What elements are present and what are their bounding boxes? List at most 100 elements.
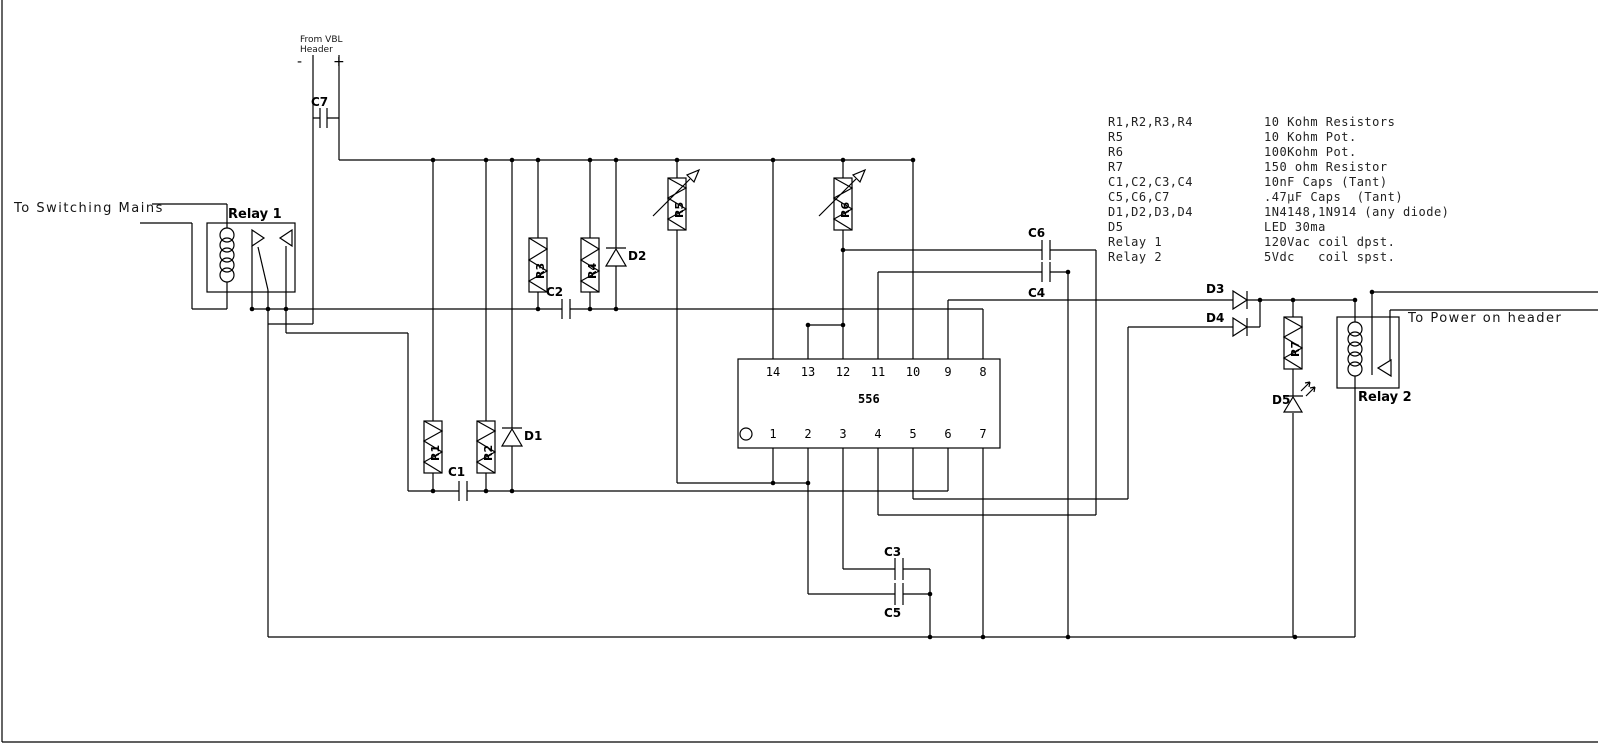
part-desc: LED 30ma — [1264, 220, 1326, 234]
part-desc: 10nF Caps (Tant) — [1264, 175, 1388, 189]
resistor-r3: R3 — [527, 237, 549, 293]
label-d5: D5 — [1272, 393, 1290, 407]
capacitor-c5: C5 — [884, 583, 904, 620]
label-r6: R6 — [839, 202, 852, 218]
label-d3: D3 — [1206, 282, 1224, 296]
part-ref: Relay 1 — [1108, 235, 1162, 249]
led-d5: D5 — [1272, 381, 1316, 413]
part-ref: C5,C6,C7 — [1108, 190, 1170, 204]
part-desc: 120Vac coil dpst. — [1264, 235, 1395, 249]
wire-bundle — [140, 55, 1598, 638]
ic-bottom-pin-labels: 1 2 3 4 5 6 7 — [769, 427, 986, 441]
pin-label: 6 — [944, 427, 951, 441]
resistor-r4: R4 — [579, 237, 601, 293]
diode-d4: D4 — [1206, 311, 1249, 338]
ic-top-pin-labels: 14 13 12 11 10 9 8 — [766, 365, 987, 379]
relay1-body — [206, 222, 296, 293]
pin-label: 5 — [909, 427, 916, 441]
label-r5: R5 — [673, 202, 686, 218]
ic-pin1-marker — [739, 427, 753, 441]
relay2-body — [1336, 316, 1400, 389]
parts-list-row: D1,D2,D3,D4 1N4148,1N914 (any diode) — [1108, 205, 1449, 219]
pin-label: 14 — [766, 365, 780, 379]
parts-list: R1,R2,R3,R4 10 Kohm Resistors R5 10 Kohm… — [1108, 115, 1449, 264]
label-c5: C5 — [884, 606, 901, 620]
part-desc: 10 Kohm Pot. — [1264, 130, 1357, 144]
relay2-coil — [1347, 321, 1363, 377]
ic-body — [737, 358, 1001, 449]
part-ref: R5 — [1108, 130, 1123, 144]
relay2-contact — [1376, 358, 1392, 378]
capacitor-c7: C7 — [311, 95, 339, 128]
relay-1: Relay 1 — [206, 207, 296, 293]
pin-label: 12 — [836, 365, 850, 379]
pin-label: 11 — [871, 365, 885, 379]
label-c6: C6 — [1028, 226, 1045, 240]
label-c2: C2 — [546, 285, 563, 299]
label-c1: C1 — [448, 465, 465, 479]
part-ref: D1,D2,D3,D4 — [1108, 205, 1193, 219]
pin-label: 8 — [979, 365, 986, 379]
label-d4: D4 — [1206, 311, 1224, 325]
capacitor-c2: C2 — [546, 285, 571, 319]
label-relay2: Relay 2 — [1358, 390, 1412, 405]
diode-d3: D3 — [1206, 282, 1249, 311]
part-ref: D5 — [1108, 220, 1123, 234]
parts-list-row: R5 10 Kohm Pot. — [1108, 130, 1357, 144]
diode-d1: D1 — [500, 427, 542, 447]
junction-dots — [249, 157, 1375, 640]
pin-label: 10 — [906, 365, 920, 379]
part-desc: 100Kohm Pot. — [1264, 145, 1357, 159]
capacitor-c1: C1 — [448, 465, 468, 501]
pin-label: 3 — [839, 427, 846, 441]
to-switching-mains-label: To Switching Mains — [13, 201, 164, 216]
parts-list-row: C1,C2,C3,C4 10nF Caps (Tant) — [1108, 175, 1388, 189]
parts-list-row: R1,R2,R3,R4 10 Kohm Resistors — [1108, 115, 1395, 129]
ic-556: 556 14 13 12 11 10 9 8 1 2 3 4 5 6 7 — [737, 358, 1001, 449]
wires — [140, 55, 1598, 638]
capacitor-c3: C3 — [884, 545, 904, 580]
pin-label: 2 — [804, 427, 811, 441]
parts-list-row: C5,C6,C7 .47µF Caps (Tant) — [1108, 190, 1403, 204]
label-r1: R1 — [429, 445, 442, 461]
capacitor-c4: C4 — [1028, 262, 1051, 300]
pin-label: 13 — [801, 365, 815, 379]
part-ref: C1,C2,C3,C4 — [1108, 175, 1193, 189]
relay-2: Relay 2 — [1336, 316, 1412, 405]
part-desc: .47µF Caps (Tant) — [1264, 190, 1403, 204]
label-r2: R2 — [482, 445, 495, 461]
pin-label: 9 — [944, 365, 951, 379]
parts-list-row: Relay 2 5Vdc coil spst. — [1108, 250, 1395, 264]
label-d1: D1 — [524, 429, 542, 443]
label-c3: C3 — [884, 545, 901, 559]
pin-label: 1 — [769, 427, 776, 441]
label-c4: C4 — [1028, 286, 1045, 300]
resistor-r2: R2 — [475, 420, 497, 474]
parts-list-row: D5 LED 30ma — [1108, 220, 1326, 234]
part-ref: R7 — [1108, 160, 1123, 174]
part-desc: 1N4148,1N914 (any diode) — [1264, 205, 1449, 219]
part-desc: 150 ohm Resistor — [1264, 160, 1388, 174]
minus-terminal-label: - — [297, 54, 302, 70]
pin-label: 7 — [979, 427, 986, 441]
pin-label: 4 — [874, 427, 881, 441]
label-relay1: Relay 1 — [228, 207, 282, 222]
from-header-label-line1: From VBL — [300, 35, 343, 45]
ic-name: 556 — [858, 392, 880, 406]
part-desc: 10 Kohm Resistors — [1264, 115, 1395, 129]
part-desc: 5Vdc coil spst. — [1264, 250, 1395, 264]
label-r7: R7 — [1289, 341, 1302, 357]
resistor-r7: R7 — [1282, 316, 1304, 370]
label-r4: R4 — [586, 263, 599, 279]
relay1-contact — [251, 228, 293, 291]
potentiometer-r6: R6 — [818, 168, 867, 231]
label-d2: D2 — [628, 249, 646, 263]
part-ref: Relay 2 — [1108, 250, 1162, 264]
potentiometer-r5: R5 — [652, 168, 701, 231]
parts-list-row: R6 100Kohm Pot. — [1108, 145, 1357, 159]
to-power-on-header-label: To Power on header — [1407, 311, 1562, 326]
diode-d2: D2 — [604, 247, 646, 267]
resistor-r1: R1 — [422, 420, 444, 474]
